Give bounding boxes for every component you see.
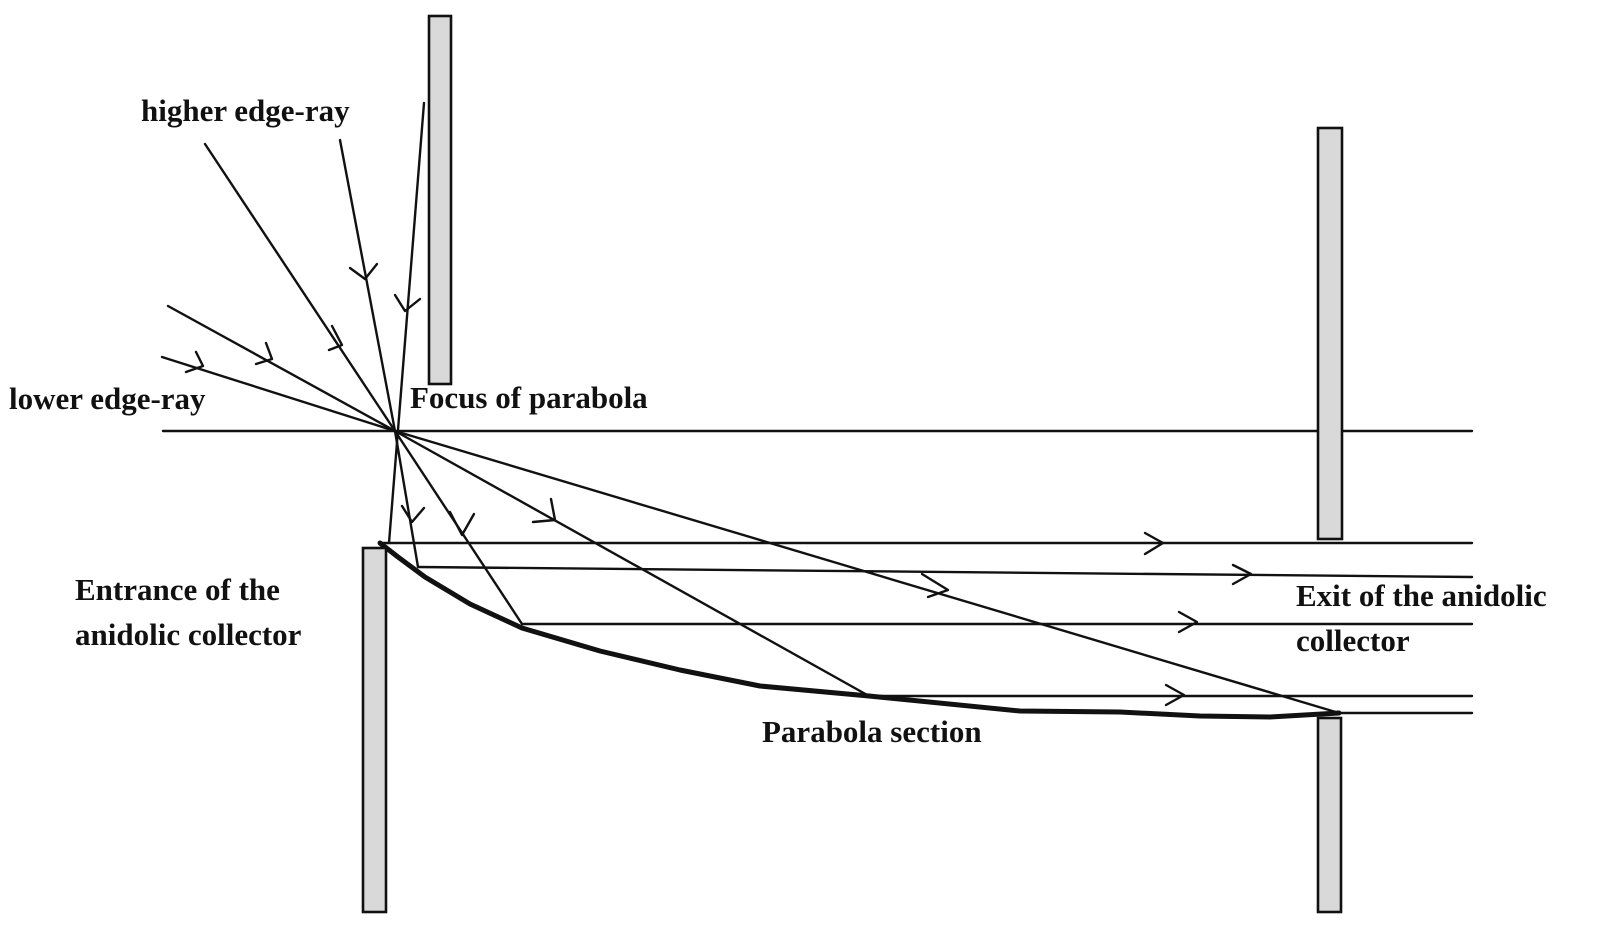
ray-reflected-2 [416, 565, 1474, 579]
arrow-head [254, 341, 274, 366]
arrow-head [448, 510, 476, 537]
direction-arrows [184, 262, 1253, 707]
entrance-upper-panel [427, 14, 453, 386]
arrow-head [531, 497, 557, 524]
ray-incoming-2 [166, 304, 397, 433]
entrance-lower-panel [361, 546, 388, 914]
wall-panels [361, 14, 1344, 914]
ray-focus-3 [393, 429, 871, 698]
arrow-head [1164, 683, 1186, 707]
label-exit-line2: collector [1296, 623, 1410, 658]
label-entrance-line2: anidolic collector [75, 617, 302, 652]
label-entrance-line1: Entrance of the [75, 572, 280, 607]
exit-upper-panel [1316, 126, 1344, 541]
reflected-rays [378, 541, 1474, 715]
parabola-section-curve [377, 540, 1342, 720]
diagram-labels: higher edge-ray lower edge-ray Focus of … [9, 93, 1547, 749]
ray-incoming-3 [203, 142, 397, 433]
label-exit-line1: Exit of the anidolic [1296, 578, 1547, 613]
exit-lower-panel [1316, 716, 1343, 914]
label-focus-of-parabola: Focus of parabola [410, 380, 648, 415]
ray-incoming-5 [387, 101, 426, 545]
arrow-head [393, 293, 422, 313]
label-lower-edge-ray: lower edge-ray [9, 381, 206, 416]
ray-incoming-1 [160, 355, 397, 433]
label-higher-edge-ray: higher edge-ray [141, 93, 350, 128]
arrow-head [1177, 610, 1199, 634]
arrow-head [327, 324, 344, 352]
label-parabola-section: Parabola section [762, 714, 982, 749]
arrow-head [184, 350, 205, 374]
arrow-head [1231, 563, 1253, 586]
arrow-head [400, 504, 426, 524]
ray-incoming-4 [338, 138, 397, 433]
arrow-head [1143, 531, 1165, 556]
incoming-rays [160, 101, 426, 545]
arrow-head [348, 262, 379, 281]
ray-focus-1 [393, 429, 420, 569]
arrow-head [920, 572, 950, 599]
